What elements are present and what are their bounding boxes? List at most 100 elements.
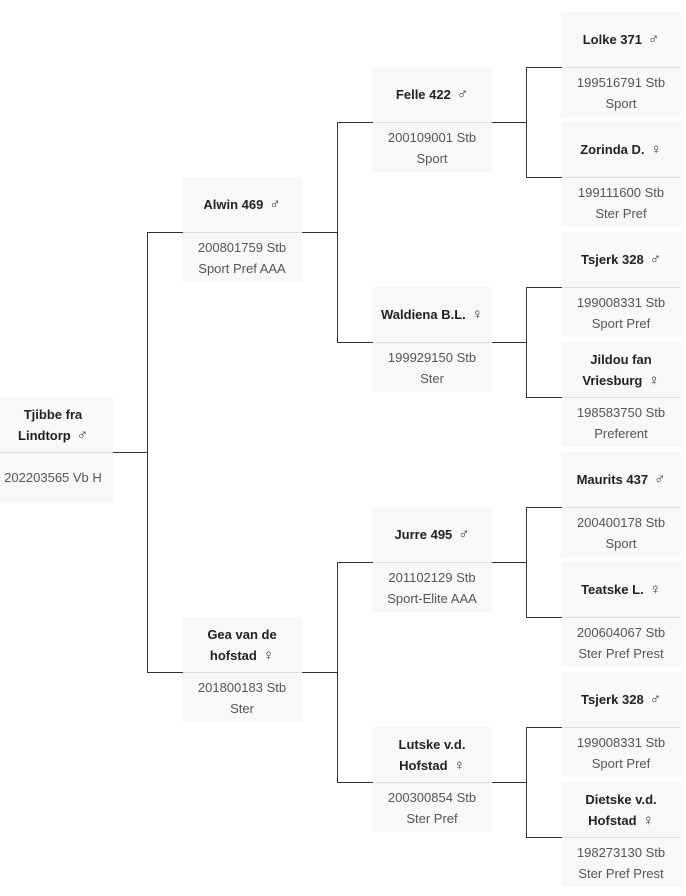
predicate: Ster: [420, 370, 444, 386]
registration-number: 199008331 Stb: [576, 734, 666, 750]
registration-number: 199008331 Stb: [576, 294, 666, 310]
horse-name-line: Hofstad: [588, 812, 637, 828]
horse-name: Waldiena B.L. ♀: [381, 304, 483, 325]
horse-name: Lutske v.d.Hofstad♀: [399, 734, 466, 776]
horse-name: Teatske L.♀: [581, 579, 661, 600]
horse-name-line: Waldiena B.L.: [381, 307, 466, 322]
female-icon: ♀: [262, 646, 275, 664]
horse-name-row: Tsjerk 328♂: [561, 232, 681, 287]
connector-line: [337, 122, 338, 343]
predicate: Ster: [230, 700, 254, 716]
predicate: Sport: [605, 535, 637, 551]
horse-name-row: Alwin 469♂: [182, 177, 302, 232]
horse-name: Tsjerk 328♂: [581, 249, 661, 270]
male-icon: ♂: [76, 426, 88, 444]
predicate: Ster Pref: [595, 205, 647, 221]
male-icon: ♂: [654, 471, 666, 488]
horse-name-row: Maurits 437♂: [561, 452, 681, 507]
registration-number: 199516791 Stb: [576, 74, 666, 90]
connector-line: [337, 782, 373, 783]
connector-line: [147, 672, 183, 673]
horse-name: Tsjerk 328♂: [581, 689, 661, 710]
horse-name-row: Teatske L.♀: [561, 562, 681, 617]
connector-line: [492, 122, 527, 123]
connector-line: [337, 342, 373, 343]
female-icon: ♀: [650, 141, 662, 158]
horse-name-line: Lolke 371: [582, 32, 642, 47]
connector-line: [337, 562, 338, 783]
registration-number: 198583750 Stb: [576, 404, 666, 420]
connector-line: [526, 177, 562, 178]
registration-number: 198273130 Stb: [576, 844, 666, 860]
registration-number: 202203565 Vb H: [4, 470, 102, 485]
horse-name-line: Teatske L.: [581, 582, 644, 597]
horse-name-row: Felle 422♂: [372, 67, 492, 122]
male-icon: ♂: [456, 86, 469, 103]
female-icon: ♀: [471, 306, 483, 323]
horse-name-line: Hofstad: [399, 757, 448, 773]
horse-name-line: Tsjerk 328: [581, 692, 644, 707]
registration-number: 199111600 Stb: [577, 184, 665, 200]
registration-number: 200801759 Stb: [197, 239, 287, 255]
horse-name-line: Alwin 469: [203, 197, 264, 212]
predicate: Sport-Elite AAA: [387, 590, 477, 606]
registration-number: 200109001 Stb: [387, 129, 477, 145]
predicate: Sport: [416, 150, 448, 166]
connector-line: [302, 672, 338, 673]
predicate: Ster Pref Prest: [578, 865, 664, 881]
horse-name: Lolke 371 ♂: [583, 29, 660, 50]
connector-line: [147, 232, 183, 233]
connector-line: [492, 562, 527, 563]
predicate: Sport Pref AAA: [198, 260, 286, 276]
registration-number: 200604067 Stb: [576, 624, 666, 640]
female-icon: ♀: [648, 371, 660, 389]
horse-name: Jurre 495♂: [394, 524, 469, 545]
connector-line: [147, 232, 148, 673]
horse-details: 202203565 Vb H: [0, 452, 113, 502]
registration-number: 200400178 Stb: [576, 514, 666, 530]
horse-name-row: Jurre 495♂: [372, 507, 492, 562]
horse-name-row: Waldiena B.L. ♀: [372, 287, 492, 342]
connector-line: [526, 507, 527, 618]
horse-name-line: Tjibbe fra: [23, 406, 83, 422]
horse-name: Dietske v.d.Hofstad♀: [585, 789, 656, 831]
horse-name: Maurits 437♂: [577, 469, 666, 490]
registration-number: 200300854 Stb: [387, 789, 477, 805]
predicate: Ster Pref Prest: [578, 645, 664, 661]
connector-line: [113, 452, 148, 453]
registration-number: 199929150 Stb: [387, 349, 477, 365]
male-icon: ♂: [648, 31, 660, 48]
connector-line: [492, 782, 527, 783]
predicate: Ster Pref: [406, 810, 458, 826]
predicate: Sport Pref: [591, 755, 651, 771]
horse-name-line: Lindtorp: [18, 427, 71, 443]
